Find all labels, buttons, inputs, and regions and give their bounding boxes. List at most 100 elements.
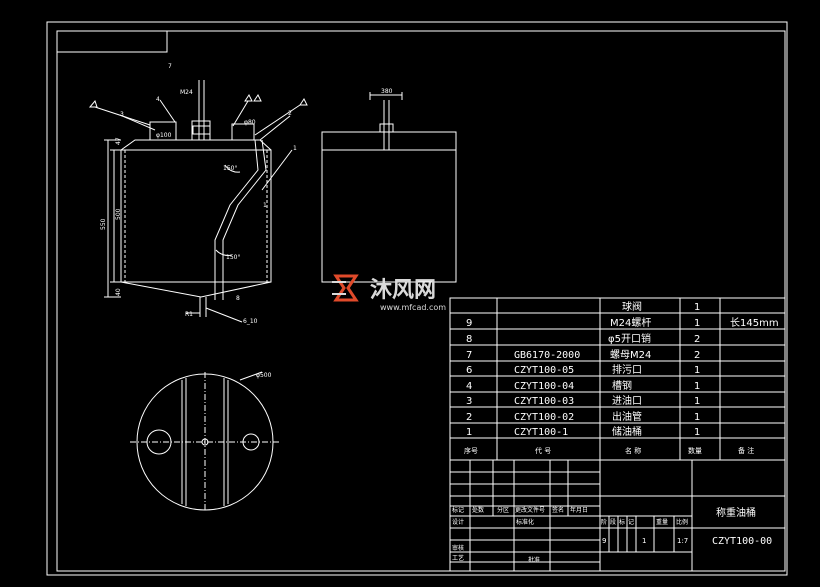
side-nut [379, 123, 394, 133]
rev-label: 年月日 [570, 506, 588, 514]
drawing-number: CZYT100-00 [712, 536, 772, 547]
bom-name: 进油口 [612, 394, 642, 407]
bom-row: 2 CZYT100-02 出油管 1 [466, 410, 700, 423]
watermark-logo [332, 274, 359, 302]
bom-no: 8 [466, 334, 472, 345]
bom-no: 2 [466, 412, 472, 423]
sign-label: 标准化 [516, 518, 534, 526]
rev-label: 处数 [472, 506, 484, 514]
part-leader-7: 7 [168, 63, 172, 70]
sheet-index: 9 [602, 537, 606, 545]
part-leader-1: 1 [293, 145, 297, 152]
weld-symbols [88, 94, 308, 108]
bom-no: 1 [466, 427, 472, 438]
title-block-lines [449, 459, 786, 572]
title-block: 标记 处数 分区 更改文件号 签名 年月日 设计 标准化 审核 工艺 批准 阶 … [452, 506, 688, 564]
stage-letter: 标 [619, 518, 625, 526]
bom-header-note: 备 注 [738, 446, 754, 455]
side-width-dim: 380 [381, 88, 393, 95]
stage-letter: 记 [628, 519, 634, 526]
bom-header-name: 名 称 [625, 446, 641, 455]
corner-box [56, 30, 168, 53]
outlet-port-top [231, 123, 255, 141]
bom-header-no: 序号 [464, 446, 478, 455]
bom-row: 9 M24螺杆 1 长145mm [466, 317, 779, 329]
bom-name: 螺母M24 [610, 349, 651, 361]
part-leader-3: 3 [120, 111, 124, 118]
bom-row: 7 GB6170-2000 螺母M24 2 [466, 349, 700, 361]
sign-label: 批准 [528, 556, 540, 564]
dim-height-total: 550 [100, 218, 107, 230]
bom-name: 槽钢 [612, 379, 632, 392]
bom-qty: 2 [694, 334, 700, 345]
stage-letter: 阶 [601, 518, 607, 526]
dim-height-top: 47 [115, 137, 122, 145]
watermark: 沐风网 www.mfcad.com [332, 274, 446, 312]
front-view [94, 80, 301, 323]
bom-no: 9 [466, 318, 472, 329]
bom-no: 6 [466, 365, 472, 376]
dim-angle-top: 150° [223, 165, 237, 172]
bom-no: 7 [466, 350, 472, 361]
bom-qty: 1 [694, 412, 700, 423]
bom-row: 6 CZYT100-05 排污口 1 [466, 363, 700, 376]
drawing-title: 称重油桶 [716, 506, 756, 519]
bom-code: CZYT100-02 [514, 412, 574, 423]
dim-thread: M24 [180, 89, 193, 96]
bom-code: CZYT100-1 [514, 427, 568, 438]
part-leader-2: 2 [288, 110, 292, 117]
bom-code: CZYT100-05 [514, 365, 574, 376]
bom-name: 球阀 [622, 300, 642, 313]
tank-body [120, 149, 272, 283]
bom-qty: 1 [694, 427, 700, 438]
side-view [321, 92, 457, 283]
dim-weld: 6_10 [243, 318, 258, 325]
bom-qty: 1 [694, 302, 700, 313]
dim-angle-bottom: 150° [226, 254, 240, 261]
weight-label: 重量 [656, 518, 668, 526]
bom-row: 球阀 1 [622, 300, 700, 313]
bom-no: 3 [466, 396, 472, 407]
rev-label: 更改文件号 [515, 506, 545, 514]
bom-name: M24螺杆 [610, 317, 651, 329]
inlet-port [149, 121, 177, 141]
bom-name: 储油桶 [612, 425, 642, 438]
bom-qty: 2 [694, 350, 700, 361]
rev-label: 标记 [452, 506, 464, 514]
bom-header: 序号 代 号 名 称 数量 备 注 [464, 446, 754, 455]
outer-border [46, 21, 788, 576]
bom-row: 8 φ5开口销 2 [466, 332, 700, 345]
scale-label: 比例 [676, 518, 688, 526]
bom-header-qty: 数量 [688, 446, 702, 455]
bom-row: 3 CZYT100-03 进油口 1 [466, 394, 700, 407]
rev-label: 分区 [497, 506, 509, 514]
dim-height-bottom: 40 [115, 288, 122, 296]
stage-letter: 段 [610, 518, 616, 526]
bom-header-code: 代 号 [535, 446, 551, 455]
side-body [321, 131, 457, 283]
bom-name: 排污口 [612, 363, 642, 376]
rev-label: 签名 [552, 506, 564, 514]
part-leader-4: 4 [156, 96, 160, 103]
scale-value: 1:7 [677, 537, 688, 545]
dim-dia-left: φ100 [156, 132, 172, 139]
bom-no: 4 [466, 381, 472, 392]
top-diameter-dim: φ500 [256, 372, 272, 379]
dim-height-body: 500 [115, 208, 122, 220]
bom-qty: 1 [694, 365, 700, 376]
bom-qty: 1 [694, 381, 700, 392]
bom-row: 1 CZYT100-1 储油桶 1 [466, 425, 700, 438]
front-view-labels: 7 4 3 2 1 1 8 M24 φ100 φ80 550 500 47 40… [100, 63, 297, 325]
bom-qty: 1 [694, 396, 700, 407]
channel-steel [191, 120, 211, 141]
dim-radius: R1 [185, 311, 193, 318]
nut [192, 125, 211, 135]
sheet-number: 1 [642, 537, 646, 545]
sign-label: 工艺 [452, 554, 464, 562]
bom-qty: 1 [694, 318, 700, 329]
bom-code: CZYT100-03 [514, 396, 574, 407]
sign-label: 设计 [452, 518, 464, 526]
sign-label: 审核 [452, 544, 464, 552]
bom-name: φ5开口销 [608, 332, 651, 345]
